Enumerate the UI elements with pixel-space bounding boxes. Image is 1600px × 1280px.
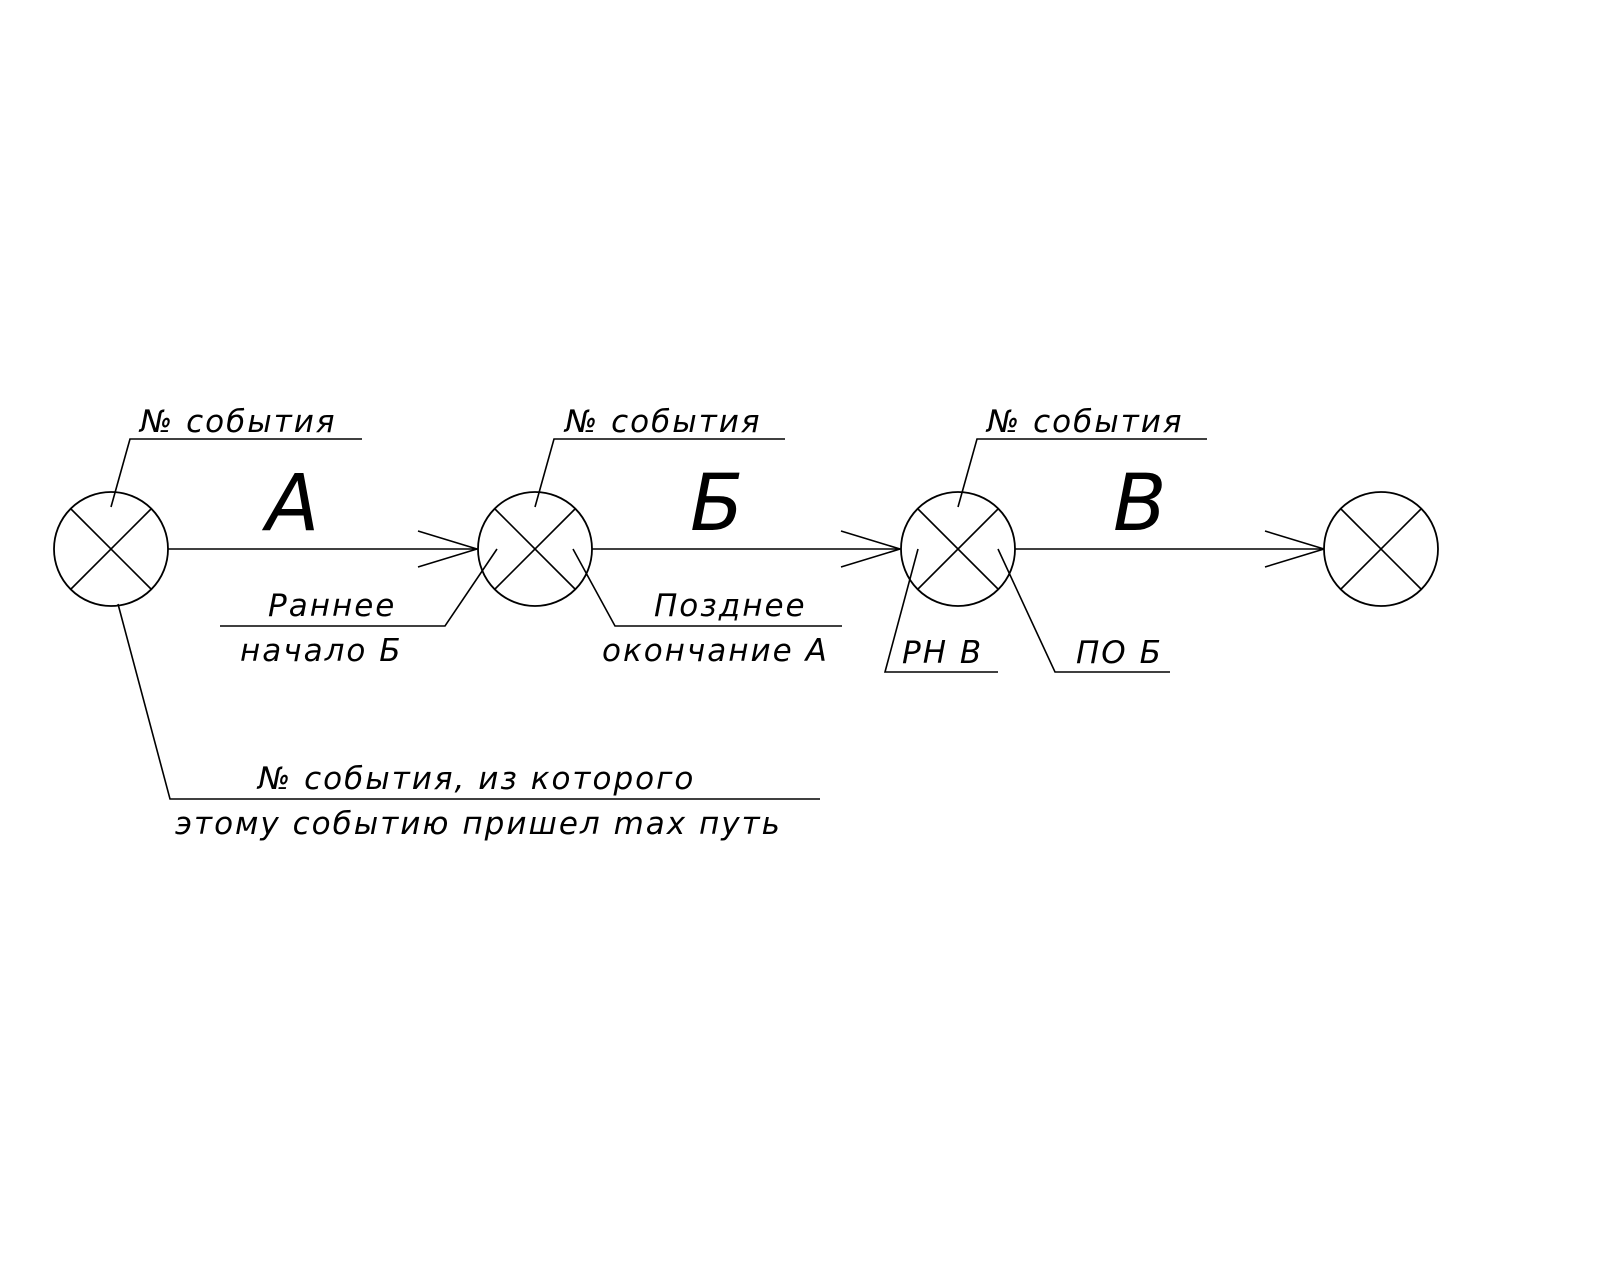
po-b-leader [997,548,1170,673]
late-finish-label-line1: Позднее [654,588,807,624]
event-number-label-2: № события [563,404,762,440]
arrow-v [1015,530,1327,568]
activity-label-a: А [261,459,319,549]
activity-label-b: Б [690,459,744,549]
source-event-label-line1: № события, из которого [256,761,695,797]
source-event-leader [117,603,820,800]
early-start-label-line2: начало Б [240,633,402,669]
event-node-3 [900,491,1016,607]
event-node-4 [1323,491,1439,607]
event-number-leader-2 [534,438,785,508]
late-finish-leader [572,548,842,627]
event-node-2 [477,491,593,607]
event-number-leader-1 [110,438,362,508]
event-node-1 [53,491,169,607]
event-number-leader-3 [957,438,1207,508]
event-number-label-3: № события [985,404,1184,440]
source-event-label-line2: этому событию пришел max путь [175,806,782,842]
activity-label-v: В [1113,459,1167,549]
rn-v-leader [883,548,998,673]
arrow-b [592,530,903,568]
event-number-label-1: № события [138,404,337,440]
rn-v-label: РН В [902,635,983,671]
po-b-label: ПО Б [1076,635,1163,671]
arrow-a [168,530,480,568]
late-finish-label-line2: окончание А [602,633,829,669]
early-start-label-line1: Раннее [268,588,396,624]
early-start-leader [220,548,498,627]
